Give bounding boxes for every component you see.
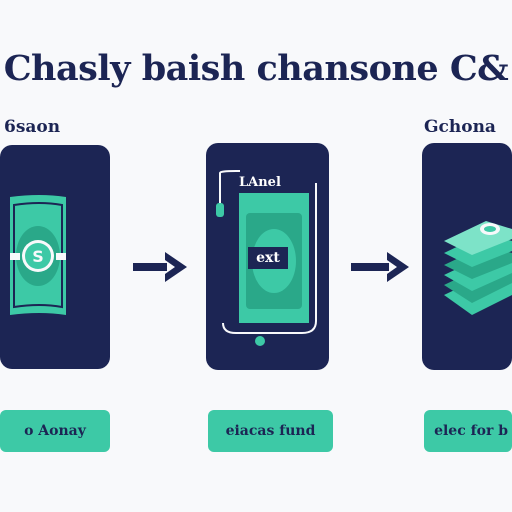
phone-label: LAnel [239,175,281,190]
cash-bill-icon: S [10,195,66,315]
arrow-right-icon [133,252,187,282]
step-1-button[interactable]: o Aonay [0,410,110,452]
step-1-panel: S [0,145,110,369]
arrow-right-icon [351,252,409,282]
step-3-panel [422,143,512,370]
bill-label: ext [248,247,288,269]
right-label: Gchona [424,117,496,137]
cash-stack-icon [444,221,512,315]
page-title: Chasly baish chansone C& [3,48,509,89]
left-label: 6saon [4,117,61,137]
svg-text:S: S [32,247,44,266]
step-3-button[interactable]: elec for b [424,410,512,452]
step-2-button[interactable]: eiacas fund [208,410,333,452]
